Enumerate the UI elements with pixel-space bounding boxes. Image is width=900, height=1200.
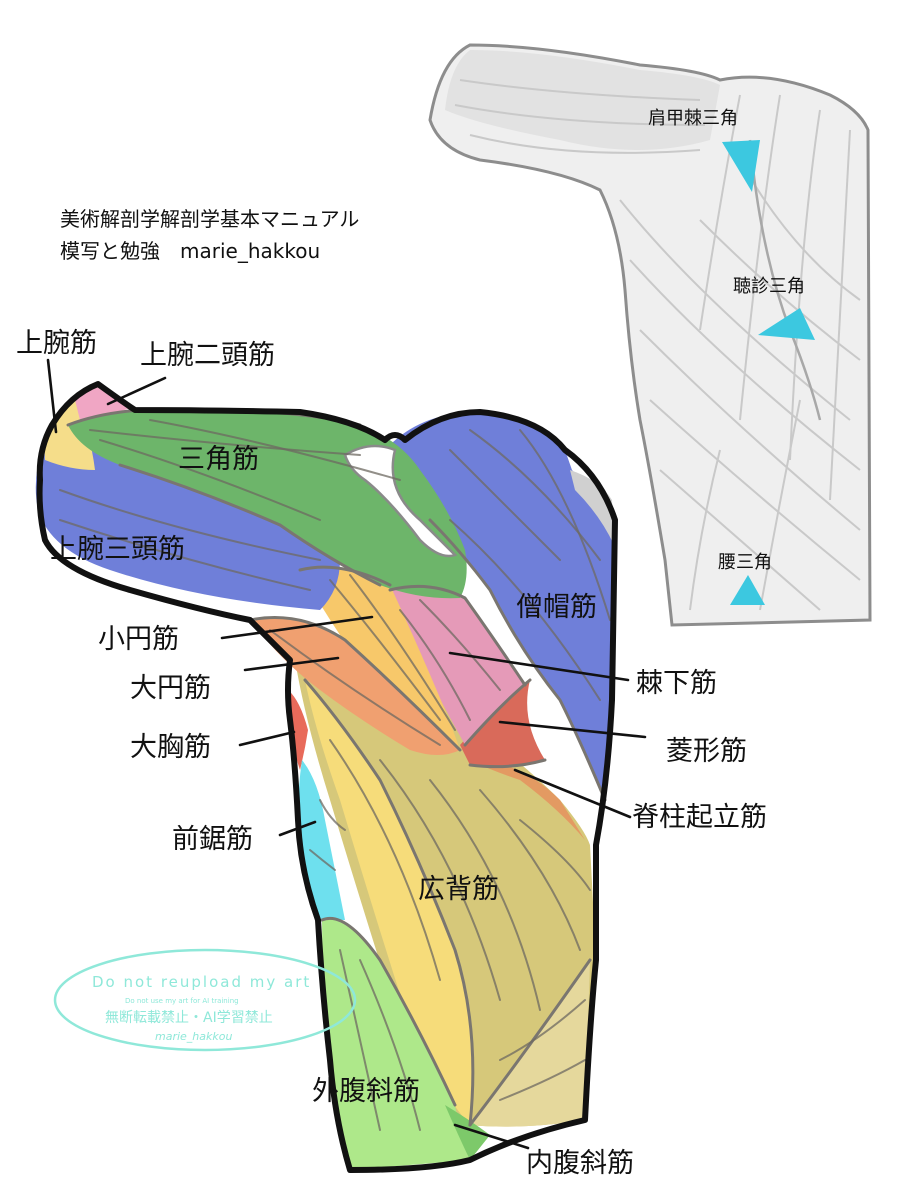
leader-serratus-anterior [278,820,317,837]
biceps-region [75,383,130,420]
label-triceps: 上腕三頭筋 [50,534,185,565]
label-erector-spinae: 脊柱起立筋 [632,802,767,833]
watermark-ellipse [53,948,357,1052]
internal-oblique-region [445,1105,490,1160]
latissimus-lateral-band [305,680,473,1125]
leader-infraspinatus [448,651,630,682]
teres-major-region [250,617,460,755]
watermark: Do not reupload my art Do not use my art… [53,948,357,1052]
inset-back-diagram: 肩甲棘三角 聴診三角 腰三角 [428,43,872,627]
label-serratus-anterior: 前鋸筋 [172,824,253,855]
leader-rhomboid [498,720,647,739]
label-auscultation-triangle: 聴診三角 [733,276,805,297]
external-oblique-region [322,918,470,1170]
leader-teres-minor [220,615,374,640]
label-internal-oblique: 内腹斜筋 [526,1148,634,1179]
leader-lines [46,358,647,1150]
triceps-region [35,436,340,610]
label-brachialis: 上腕筋 [16,328,97,359]
serratus-anterior-region [298,760,345,920]
leader-erector-spinae [513,768,632,819]
latissimus-lower-shade [470,960,590,1127]
label-teres-minor: 小円筋 [98,624,179,655]
lumbar-triangle-mark [730,575,765,605]
inset-body-shape [428,43,872,627]
leader-brachialis [46,358,58,434]
header-title: 美術解剖学解剖学基本マニュアル [60,207,359,231]
label-pectoralis-major: 大胸筋 [130,732,211,763]
figure-outline [36,381,618,1173]
label-teres-major: 大円筋 [130,673,211,704]
label-external-oblique: 外腹斜筋 [312,1076,420,1107]
leader-teres-major [243,656,340,672]
teres-minor-region [300,567,460,750]
label-trapezius: 僧帽筋 [516,592,597,623]
leader-pectoralis-major [238,730,296,747]
header-subtitle: 模写と勉強 marie_hakkou [60,239,320,263]
auscultation-triangle-mark [758,308,815,340]
label-lumbar-triangle: 腰三角 [718,552,772,573]
infraspinatus-region [390,586,525,745]
muscle-fibers [59,419,611,1131]
label-infraspinatus: 棘下筋 [636,668,717,699]
label-scapular-spine-triangle: 肩甲棘三角 [648,108,738,129]
acromion-gap [343,444,458,558]
leader-biceps [106,376,167,406]
watermark-line1: Do not reupload my art [92,973,311,991]
label-deltoid: 三角筋 [178,444,259,475]
muscle-labels: 上腕筋 上腕二頭筋 三角筋 上腕三頭筋 僧帽筋 小円筋 大円筋 棘下筋 大胸筋 … [16,328,767,1179]
watermark-line3: 無断転載禁止・AI学習禁止 [105,1010,273,1026]
watermark-line4: marie_hakkou [155,1030,232,1043]
label-biceps: 上腕二頭筋 [140,340,275,371]
scapular-spine-triangle-mark [722,140,760,192]
inset-fibers [454,79,861,611]
leader-internal-oblique [453,1123,530,1150]
label-latissimus-dorsi: 広背筋 [418,874,499,905]
label-rhomboid: 菱形筋 [666,736,747,767]
watermark-line2: Do not use my art for AI training [125,997,239,1005]
